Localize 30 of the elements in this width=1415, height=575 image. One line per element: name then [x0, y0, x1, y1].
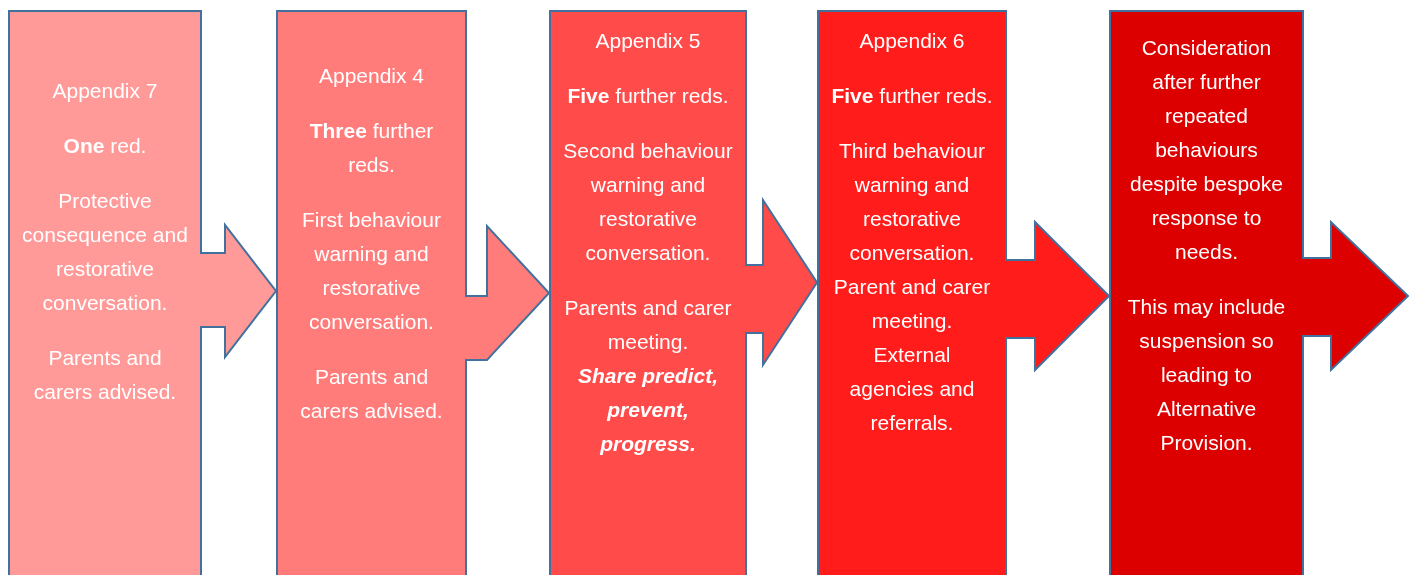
- block-arrow: [1301, 219, 1410, 373]
- step-box: [549, 10, 747, 575]
- step-box: [276, 10, 467, 575]
- step-text: Second behaviour warning and restorative conversation.: [562, 138, 734, 266]
- step-text: Three further reds.: [308, 118, 435, 178]
- step-text: Appendix 4: [317, 63, 426, 89]
- step-text: Parents and carers advised.: [32, 345, 178, 405]
- step-text: Appendix 7: [51, 78, 159, 104]
- step-text: Parent and carer meeting.: [832, 274, 992, 334]
- block-arrow: [1004, 219, 1111, 373]
- block-arrow: [744, 196, 819, 369]
- step-text: Parents and carer meeting.: [563, 295, 733, 355]
- step-box: [8, 10, 202, 575]
- step-text: Five further reds.: [566, 83, 730, 109]
- step-text: One red.: [62, 133, 148, 159]
- step-text: Five further reds.: [830, 83, 994, 109]
- block-arrow: [464, 223, 551, 361]
- step-text: This may include suspension so leading to Alternative Provision.: [1126, 294, 1287, 456]
- step-text: Third behaviour warning and restorative conversation.: [838, 138, 986, 266]
- step-text: Consideration after further repeated behaviours despite bespoke response to needs.: [1129, 35, 1284, 265]
- step-box: [1109, 10, 1304, 575]
- step-text: First behaviour warning and restorative conversation.: [301, 207, 442, 335]
- step-text: Parents and carers advised.: [299, 364, 444, 424]
- step-text: External agencies and referrals.: [848, 342, 976, 436]
- step-text: Appendix 5: [594, 28, 702, 54]
- block-arrow: [199, 222, 278, 360]
- step-text: Share predict, prevent, progress.: [576, 363, 720, 457]
- step-box: [817, 10, 1007, 575]
- step-text: Appendix 6: [858, 28, 966, 54]
- step-text: Protective consequence and restorative conversation.: [21, 188, 189, 316]
